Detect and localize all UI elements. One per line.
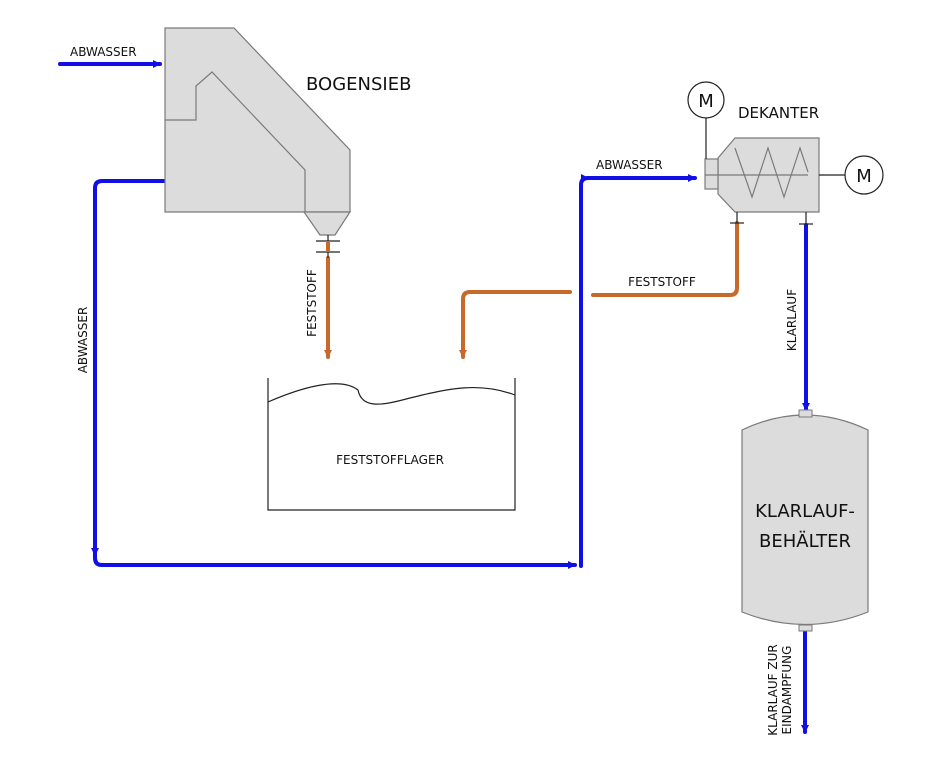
outlet-label-line2: EINDAMPFUNG <box>780 646 794 735</box>
feststofflager-pile <box>267 383 516 405</box>
bogensieb-equipment <box>164 27 352 258</box>
klarlauf-tank <box>741 409 869 632</box>
tank-top-nozzle <box>798 409 813 418</box>
feststofflager-label: FESTSTOFFLAGER <box>336 453 444 467</box>
dekanter-screw <box>734 146 809 199</box>
dekanter-equipment <box>687 81 884 225</box>
motor-top-label: M <box>698 91 714 112</box>
abwasser-decanter-label: ABWASSER <box>596 158 663 172</box>
dekanter-inlet-box <box>704 158 719 190</box>
abwasser-inlet-label: ABWASSER <box>70 45 137 59</box>
motor-right-icon <box>844 155 884 195</box>
tank-label-line2: BEHÄLTER <box>759 531 851 552</box>
motor-top-icon <box>687 81 725 119</box>
motor-right-label: M <box>856 166 872 187</box>
feststofflager-walls <box>267 378 516 511</box>
dekanter-label: DEKANTER <box>738 104 819 122</box>
bogensieb-inner-screen <box>165 71 306 212</box>
feststoff-sieve-label: FESTSTOFF <box>305 269 319 337</box>
dekanter-nozzles <box>730 212 813 225</box>
feststoff-decanter-line <box>591 221 739 297</box>
solids-lines <box>324 221 739 359</box>
abwasser-return-label: ABWASSER <box>76 307 90 374</box>
abwasser-bottom-line <box>93 553 577 569</box>
abwasser-riser-line <box>579 174 590 568</box>
abwasser-return-line <box>91 179 167 557</box>
bogensieb-label: BOGENSIEB <box>306 74 411 95</box>
klarlauf-label: KLARLAUF <box>785 289 799 351</box>
water-lines <box>58 60 810 734</box>
feststofflager-equipment <box>267 378 516 511</box>
feststoff-return-line <box>459 290 572 359</box>
bogensieb-outlet-funnel <box>302 211 352 236</box>
tank-label-line1: KLARLAUF- <box>755 501 855 522</box>
outlet-label-line1: KLARLAUF ZUR <box>766 644 780 735</box>
tank-body <box>741 414 869 626</box>
feststoff-decanter-label: FESTSTOFF <box>628 275 696 289</box>
tank-bottom-nozzle <box>798 624 813 632</box>
